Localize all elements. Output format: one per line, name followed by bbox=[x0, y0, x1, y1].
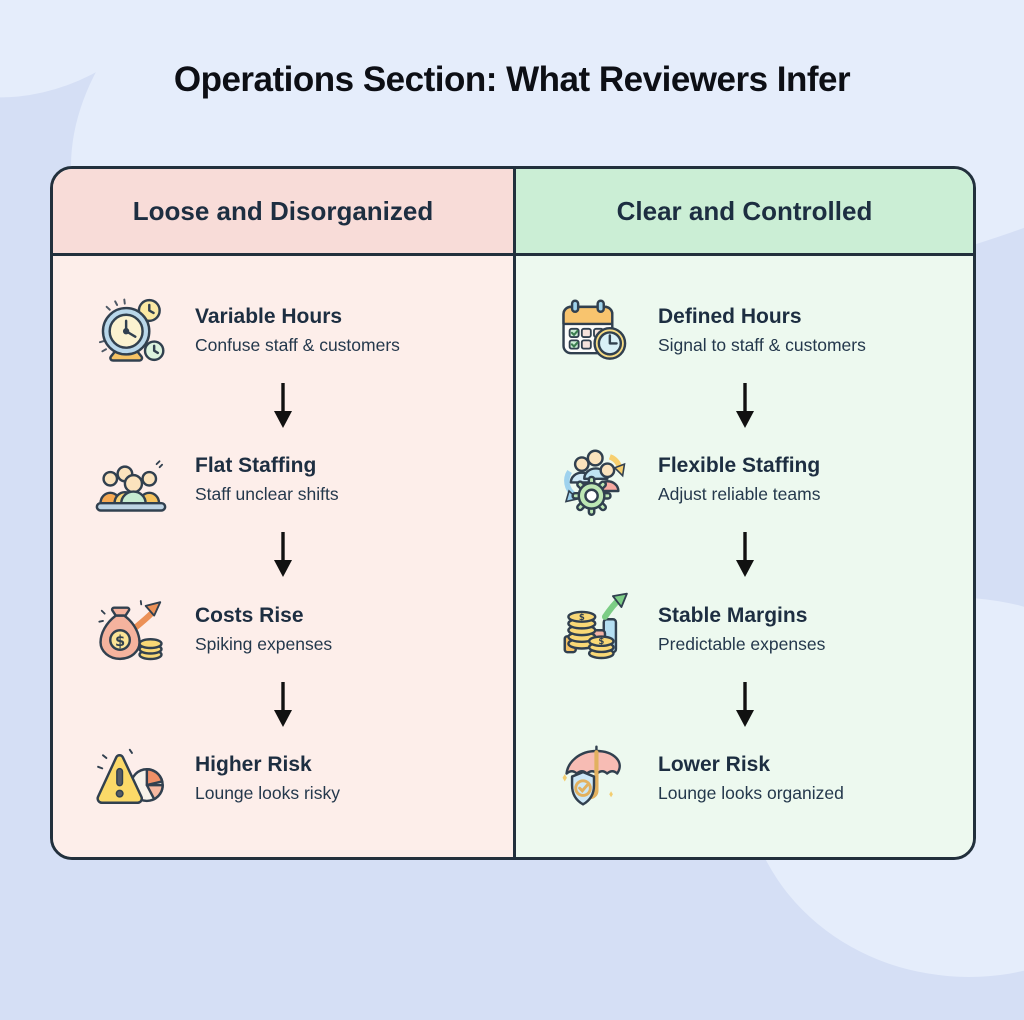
coins-growth-icon: $ $ bbox=[554, 590, 634, 668]
down-arrow-icon bbox=[53, 529, 513, 579]
item-title: Costs Rise bbox=[195, 603, 304, 627]
item-subtitle: Lounge looks organized bbox=[658, 783, 844, 804]
down-arrow-icon bbox=[516, 380, 973, 430]
comparison-table: Loose and Disorganized bbox=[50, 166, 976, 860]
item-title: Higher Risk bbox=[195, 753, 312, 777]
column-header-loose: Loose and Disorganized bbox=[53, 169, 513, 256]
list-item: Lower Risk Lounge looks organized bbox=[516, 731, 973, 827]
column-body-clear: Defined Hours Signal to staff & customer… bbox=[516, 256, 973, 857]
item-subtitle: Signal to staff & customers bbox=[658, 334, 866, 355]
list-item: Variable Hours Confuse staff & customers bbox=[53, 282, 513, 378]
item-subtitle: Lounge looks risky bbox=[195, 783, 340, 804]
item-subtitle: Predictable expenses bbox=[658, 633, 826, 654]
item-subtitle: Adjust reliable teams bbox=[658, 484, 821, 505]
item-subtitle: Confuse staff & customers bbox=[195, 334, 400, 355]
team-gear-icon bbox=[554, 441, 634, 519]
item-subtitle: Spiking expenses bbox=[195, 633, 333, 654]
svg-text:$: $ bbox=[579, 613, 585, 623]
list-item: $ Costs Rise Spiking expenses bbox=[53, 581, 513, 677]
warning-pie-icon bbox=[91, 740, 171, 818]
list-item: Defined Hours Signal to staff & customer… bbox=[516, 282, 973, 378]
item-title: Lower Risk bbox=[658, 753, 771, 777]
list-item: Flexible Staffing Adjust reliable teams bbox=[516, 432, 973, 528]
item-title: Flat Staffing bbox=[195, 454, 317, 478]
column-clear-controlled: Clear and Controlled bbox=[513, 169, 973, 857]
staff-group-icon bbox=[91, 441, 171, 519]
down-arrow-icon bbox=[53, 380, 513, 430]
item-title: Flexible Staffing bbox=[658, 454, 821, 478]
umbrella-shield-icon bbox=[554, 740, 634, 818]
calendar-clock-icon bbox=[554, 291, 634, 369]
page-title: Operations Section: What Reviewers Infer bbox=[173, 60, 851, 99]
down-arrow-icon bbox=[53, 679, 513, 729]
down-arrow-icon bbox=[516, 679, 973, 729]
item-title: Defined Hours bbox=[658, 304, 802, 328]
svg-text:$: $ bbox=[115, 633, 125, 650]
item-title: Variable Hours bbox=[195, 304, 343, 328]
item-subtitle: Staff unclear shifts bbox=[195, 484, 339, 505]
item-title: Stable Margins bbox=[658, 603, 808, 627]
list-item: Higher Risk Lounge looks risky bbox=[53, 731, 513, 827]
column-header-clear: Clear and Controlled bbox=[516, 169, 973, 256]
alarm-clock-icon bbox=[91, 291, 171, 369]
list-item: Flat Staffing Staff unclear shifts bbox=[53, 432, 513, 528]
svg-text:$: $ bbox=[598, 638, 604, 648]
money-bag-icon: $ bbox=[91, 590, 171, 668]
down-arrow-icon bbox=[516, 529, 973, 579]
list-item: $ $ Stable Margins Predictable expenses bbox=[516, 581, 973, 677]
column-body-loose: Variable Hours Confuse staff & customers bbox=[53, 256, 513, 857]
column-loose-disorganized: Loose and Disorganized bbox=[53, 169, 513, 857]
